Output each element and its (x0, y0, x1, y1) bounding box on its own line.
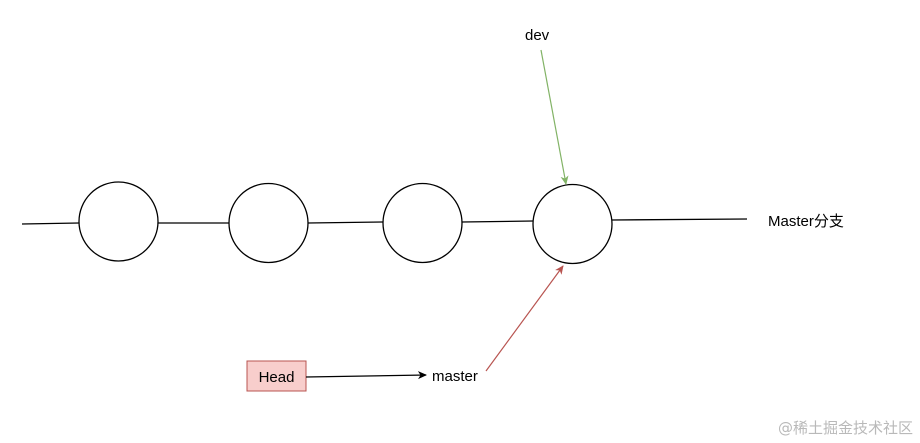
branch-line-segment (307, 221, 384, 224)
head-box[interactable] (246, 360, 307, 392)
head-to-master-arrow (305, 371, 427, 380)
master-arrow (485, 265, 564, 372)
master-label: master (432, 368, 478, 385)
dev-label: dev (525, 27, 550, 44)
branch-line-segment (461, 220, 534, 223)
master-branch-line (21, 218, 748, 225)
commit-nodes (78, 181, 613, 265)
commit-node[interactable] (228, 182, 309, 264)
branch-line-segment (611, 218, 748, 221)
watermark: @稀土掘金技术社区 (778, 419, 913, 437)
commit-node[interactable] (78, 181, 159, 262)
branch-line-segment (21, 222, 80, 225)
dev-arrow (540, 49, 569, 185)
commit-node[interactable] (532, 183, 613, 265)
branch-label: Master分支 (768, 213, 844, 230)
head-label: Head (259, 369, 295, 386)
commit-node[interactable] (382, 182, 463, 264)
